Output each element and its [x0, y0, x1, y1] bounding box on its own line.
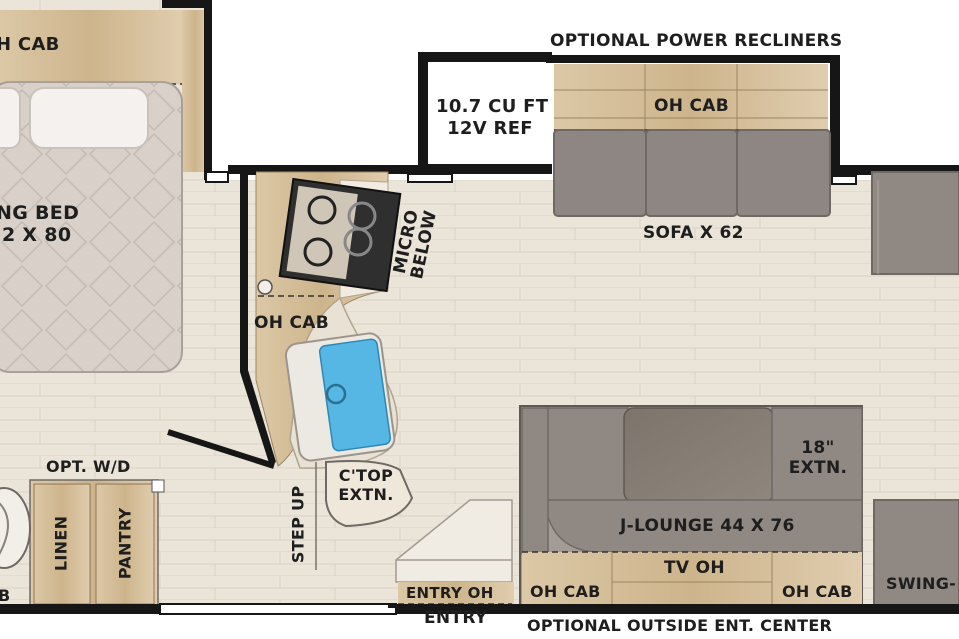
entry-overhead [398, 582, 514, 604]
bedroom-side-cabinet [182, 10, 208, 172]
refrigerator-label-1: 10.7 CU FT [436, 96, 549, 117]
j-lounge-label: J-LOUNGE 44 X 76 [620, 516, 795, 536]
extension-extn-label: EXTN. [788, 457, 848, 478]
j-lounge-back-left [545, 407, 629, 505]
entry-label: ENTRY [424, 608, 488, 628]
washer-dryer-label: OPT. W/D [46, 457, 131, 476]
ctop-extn-label: EXTN. [338, 484, 394, 504]
oh-cab-right-label: OH CAB [782, 582, 853, 601]
sofa-oh-cab-label: OH CAB [654, 96, 729, 116]
linen-label: LINEN [51, 515, 71, 572]
dinette-table [623, 407, 775, 503]
outside-ent-center-label: OPTIONAL OUTSIDE ENT. CENTER [527, 616, 833, 635]
b-fragment-label: B [0, 586, 11, 605]
step-up-label: STEP UP [288, 485, 308, 564]
sofa-cushion-3 [736, 129, 831, 217]
king-bed [0, 81, 183, 373]
sofa-cushion-2 [645, 129, 738, 217]
sofa-overhead-cabinet [554, 64, 828, 130]
sink-water [318, 338, 392, 452]
entry-steps [395, 499, 513, 583]
oh-cab-left-label: OH CAB [530, 582, 601, 601]
sofa-cushion-1 [553, 129, 647, 217]
bedroom-oh-cab-label: H CAB [0, 34, 60, 55]
refrigerator-label-2: 12V REF [447, 118, 533, 139]
king-bed-label-2: 2 X 80 [2, 224, 72, 246]
power-recliners-label: OPTIONAL POWER RECLINERS [550, 31, 843, 51]
washer-dryer [0, 487, 31, 569]
ctop-extension-label: C'TOP EXTN. [336, 466, 396, 504]
tv-overhead-cabinet [522, 552, 862, 606]
bedroom-overhead-cabinet [0, 10, 182, 84]
pillow [29, 87, 149, 149]
pantry-label: PANTRY [115, 507, 135, 580]
extension-size-label: 18" [801, 438, 835, 458]
tv-oh-label: TV OH [664, 558, 725, 578]
king-bed-label-1: NG BED [0, 202, 80, 224]
sofa-label: SOFA X 62 [643, 223, 744, 243]
ctop-label: C'TOP [338, 466, 394, 485]
extension-label: 18" EXTN. [782, 438, 854, 478]
countertop-extension [325, 460, 414, 528]
kitchen-oh-cab-label: OH CAB [254, 313, 329, 333]
entry-oh-label: ENTRY OH [406, 584, 494, 602]
swing-label: SWING- [886, 574, 957, 593]
